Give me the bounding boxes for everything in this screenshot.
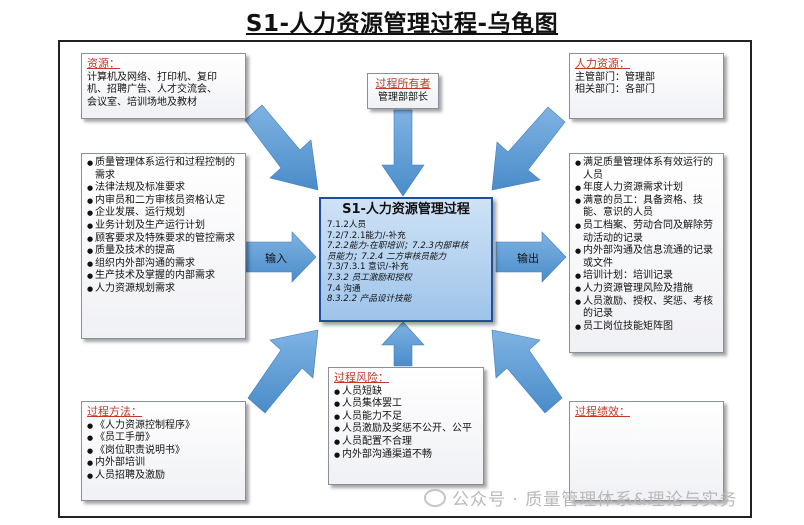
input-label: 输入 (265, 252, 287, 265)
input-item: 人力资源规划需求 (87, 283, 240, 296)
wechat-icon (424, 489, 446, 507)
performance-box: 过程绩效： (569, 401, 724, 501)
input-item: 顾客要求及特殊要求的管控需求 (87, 233, 240, 246)
output-item: 内外部沟通及信息流通的记录或文件 (575, 245, 718, 270)
diagram-frame (58, 40, 752, 518)
arrow-output (495, 231, 567, 283)
arrow-methods (247, 329, 319, 414)
watermark: 公众号 · 质量管理体系&理论与实务 (424, 485, 737, 510)
owner-line: 管理部部长 (378, 91, 428, 103)
risk-item: 内外部沟通渠道不畅 (334, 449, 478, 462)
arrow-performance (491, 329, 563, 414)
center-line: 员能力；7.2.4 二方审核员能力 (327, 251, 447, 262)
output-item: 年度人力资源需求计划 (575, 182, 718, 195)
method-item: 《人力资源控制程序》 (87, 420, 240, 433)
output-item: 员工档案、劳动合同及解除劳动活动的记录 (575, 220, 718, 245)
hr-line: 主管部门：管理部 (575, 71, 655, 83)
hr-header: 人力资源： (575, 57, 630, 70)
risks-box: 过程风险： 人员短缺 人员集体罢工 人员能力不足 人员激励及奖惩不公开、公平 人… (328, 367, 484, 485)
input-item: 企业发展、运行规划 (87, 207, 240, 220)
arrow-owner (381, 109, 425, 197)
arrow-resources (244, 104, 319, 191)
method-item: 《员工手册》 (87, 432, 240, 445)
center-line: 7.1.2人员 (327, 220, 367, 230)
center-line: 7.2/7.2.1能力/-补充 (327, 230, 406, 241)
center-process-box: S1-人力资源管理过程 7.1.2人员 7.2/7.2.1能力/-补充 7.2.… (319, 197, 493, 322)
methods-box: 过程方法： 《人力资源控制程序》 《员工手册》 《岗位职责说明书》 内外部培训 … (81, 401, 246, 501)
input-item: 法律法规及标准要求 (87, 182, 240, 195)
resources-header: 资源： (87, 57, 120, 70)
risk-item: 人员激励及奖惩不公开、公平 (334, 423, 478, 436)
output-label: 输出 (517, 252, 539, 265)
method-item: 内外部培训 (87, 457, 240, 470)
hr-box: 人力资源： 主管部门：管理部 相关部门：各部门 (569, 53, 724, 119)
outputs-box: 满足质量管理体系有效运行的人员 年度人力资源需求计划 满意的员工：具备资格、技能… (569, 153, 724, 353)
risk-item: 人员短缺 (334, 386, 478, 399)
page-title: S1-人力资源管理过程-乌龟图 (245, 11, 559, 37)
output-item: 员工岗位技能矩阵图 (575, 321, 718, 334)
risk-item: 人员集体罢工 (334, 398, 478, 411)
center-line: 8.3.2.2 产品设计技能 (327, 294, 412, 305)
input-item: 质量及技术的提高 (87, 245, 240, 258)
center-line: 7.2.2能力-在职培训；7.2.3内部审核 (327, 241, 469, 252)
owner-header: 过程所有者 (375, 77, 431, 90)
method-item: 《岗位职责说明书》 (87, 445, 240, 458)
output-item: 满足质量管理体系有效运行的人员 (575, 157, 718, 182)
risk-item: 人员能力不足 (334, 411, 478, 424)
performance-header: 过程绩效： (575, 405, 630, 418)
method-item: 人员招聘及激励 (87, 470, 240, 483)
hr-line: 相关部门：各部门 (575, 84, 655, 96)
center-line: 7.4 沟通 (327, 283, 361, 294)
arrow-hr (491, 106, 566, 191)
center-line: 7.3.2 员工激励和授权 (327, 272, 412, 283)
center-title: S1-人力资源管理过程 (342, 202, 470, 217)
risk-item: 人员配置不合理 (334, 436, 478, 449)
resources-box: 资源： 计算机及网络、打印机、复印 机、招聘广告、人才交流会、 会议室、培训场地… (81, 53, 246, 119)
resources-line: 计算机及网络、打印机、复印 (87, 71, 217, 83)
arrow-risks (381, 321, 425, 367)
inputs-box: 质量管理体系运行和过程控制的需求 法律法规及标准要求 内审员和二方审核员资格认定… (81, 153, 246, 339)
arrow-input (243, 231, 317, 283)
resources-line: 会议室、培训场地及教材 (87, 96, 197, 108)
center-line: 7.3/7.3.1 意识/-补充 (327, 262, 409, 273)
watermark-text: 公众号 · 质量管理体系&理论与实务 (452, 490, 738, 510)
owner-box: 过程所有者 管理部部长 (367, 73, 439, 109)
input-item: 业务计划及生产运行计划 (87, 220, 240, 233)
input-item: 生产技术及掌握的内部需求 (87, 270, 240, 283)
risks-header: 过程风险： (334, 371, 389, 384)
input-item: 组织内外部沟通的需求 (87, 258, 240, 271)
output-item: 满意的员工：具备资格、技能、意识的人员 (575, 195, 718, 220)
methods-header: 过程方法： (87, 405, 142, 418)
output-item: 人力资源管理风险及措施 (575, 283, 718, 296)
output-item: 人员激励、授权、奖惩、考核的记录 (575, 296, 718, 321)
resources-line: 机、招聘广告、人才交流会、 (87, 84, 217, 96)
output-item: 培训计划：培训记录 (575, 270, 718, 283)
input-item: 质量管理体系运行和过程控制的需求 (87, 157, 240, 182)
input-item: 内审员和二方审核员资格认定 (87, 195, 240, 208)
